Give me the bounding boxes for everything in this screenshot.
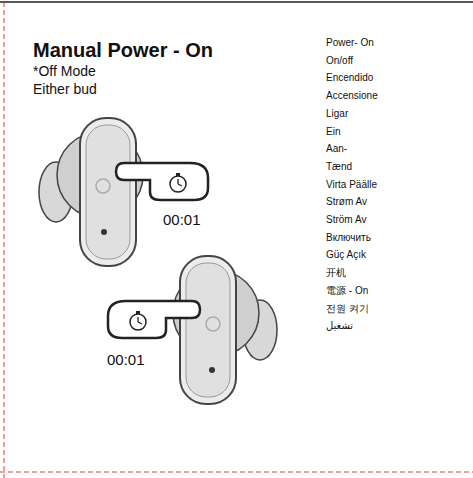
translation-label: Ström Av xyxy=(326,214,366,226)
translation-label: Accensione xyxy=(326,90,378,102)
translation-label: Strøm Av xyxy=(326,196,367,208)
translation-label: Tænd xyxy=(326,161,352,173)
translation-label: 전원 켜기 xyxy=(326,303,369,315)
translation-label: تشغيل xyxy=(326,320,353,332)
cut-line xyxy=(4,2,5,478)
page-title: Manual Power - On xyxy=(33,39,213,62)
page-border xyxy=(0,1,473,3)
translation-label: Güç Açık xyxy=(326,249,366,261)
timer-label: 00:01 xyxy=(163,211,201,228)
translation-label: Encendido xyxy=(326,72,373,84)
translation-label: On/off xyxy=(326,55,353,67)
translation-label: Aan- xyxy=(326,143,347,155)
translation-label: Ligar xyxy=(326,108,348,120)
translation-label: Ein xyxy=(326,126,340,138)
translation-label: Virta Päälle xyxy=(326,179,377,191)
earbud xyxy=(108,256,277,404)
timer-label: 00:01 xyxy=(107,351,145,368)
cut-line xyxy=(0,472,473,473)
earbud xyxy=(39,118,208,266)
translation-label: 开机 xyxy=(326,267,346,279)
mode-note: Either bud xyxy=(33,81,97,97)
translation-label: Power- On xyxy=(326,37,374,49)
translation-label: 電源 - On xyxy=(326,285,368,297)
translation-label: Включить xyxy=(326,232,371,244)
mode-note: *Off Mode xyxy=(33,63,96,79)
